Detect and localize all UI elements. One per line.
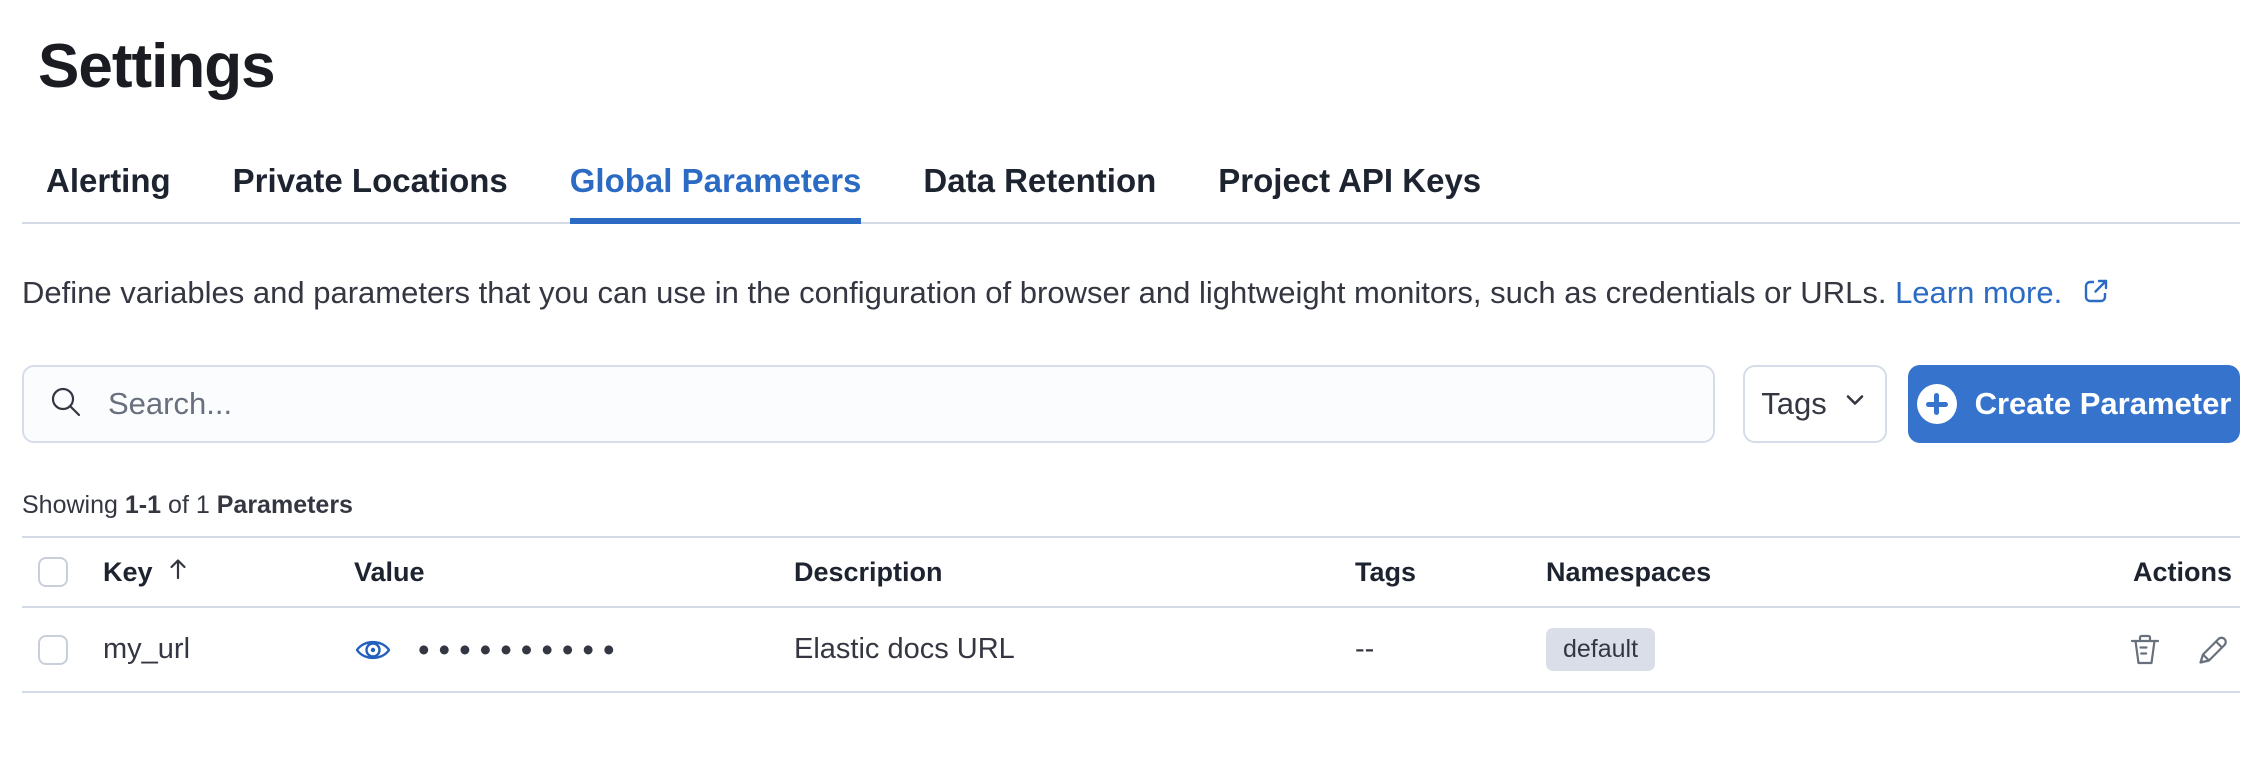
search-input[interactable] [106, 385, 1689, 424]
summary-entity: Parameters [216, 491, 353, 520]
external-link-icon [2081, 271, 2111, 321]
delete-parameter-button[interactable] [2126, 631, 2164, 669]
cell-namespaces: default [1546, 628, 2080, 672]
row-checkbox-cell [22, 634, 103, 665]
tab-global-parameters[interactable]: Global Parameters [569, 162, 861, 225]
column-header-key-label: Key [103, 556, 153, 587]
tab-alerting[interactable]: Alerting [46, 162, 171, 222]
page-description: Define variables and parameters that you… [22, 268, 2236, 321]
cell-actions [2080, 631, 2240, 669]
search-box [22, 365, 1715, 444]
namespace-badge: default [1546, 628, 1656, 672]
column-header-tags: Tags [1355, 556, 1417, 587]
cell-value: •••••••••• [354, 631, 794, 669]
column-header-description: Description [794, 556, 943, 587]
column-header-actions: Actions [2132, 556, 2232, 587]
parameters-toolbar: Tags Create Parameter [22, 365, 2240, 444]
tab-data-retention[interactable]: Data Retention [923, 162, 1156, 222]
trash-icon [2126, 634, 2164, 672]
summary-range: 1-1 [124, 491, 162, 520]
header-checkbox-cell [22, 557, 103, 588]
row-checkbox[interactable] [38, 634, 68, 665]
tags-filter-label: Tags [1761, 386, 1827, 422]
select-all-checkbox[interactable] [38, 557, 68, 588]
create-parameter-button[interactable]: Create Parameter [1908, 365, 2240, 444]
cell-tags: -- [1355, 633, 1375, 666]
description-text: Define variables and parameters that you… [22, 275, 1887, 311]
pencil-icon [2194, 636, 2232, 672]
summary-of: of 1 [168, 491, 210, 520]
chevron-down-icon [1841, 386, 1869, 422]
plus-in-circle-icon [1916, 384, 1957, 425]
eye-icon [354, 640, 392, 672]
tab-project-api-keys[interactable]: Project API Keys [1218, 162, 1481, 222]
cell-key: my_url [103, 633, 191, 666]
masked-value: •••••••••• [418, 631, 624, 669]
summary-showing: Showing [22, 491, 118, 520]
table-header-row: Key Value Description Tags Namespaces Ac… [22, 538, 2240, 609]
tags-filter-button[interactable]: Tags [1743, 365, 1887, 444]
learn-more-link[interactable]: Learn more. [1895, 275, 2063, 311]
edit-parameter-button[interactable] [2194, 631, 2232, 669]
column-header-namespaces: Namespaces [1546, 556, 1712, 587]
page-title: Settings [38, 32, 276, 101]
create-parameter-label: Create Parameter [1974, 386, 2232, 422]
reveal-value-button[interactable] [354, 631, 392, 669]
table-row: my_url •••••••••• Elastic docs URL -- de [22, 608, 2240, 694]
column-header-key[interactable]: Key [103, 556, 354, 589]
search-icon [48, 384, 106, 425]
sort-ascending-icon [165, 556, 191, 589]
tab-private-locations[interactable]: Private Locations [233, 162, 508, 222]
parameters-table: Key Value Description Tags Namespaces Ac… [22, 536, 2240, 694]
settings-tabs: Alerting Private Locations Global Parame… [22, 162, 2240, 225]
column-header-value: Value [354, 556, 425, 587]
cell-description: Elastic docs URL [794, 633, 1015, 666]
settings-page: Settings Alerting Private Locations Glob… [0, 30, 2262, 694]
